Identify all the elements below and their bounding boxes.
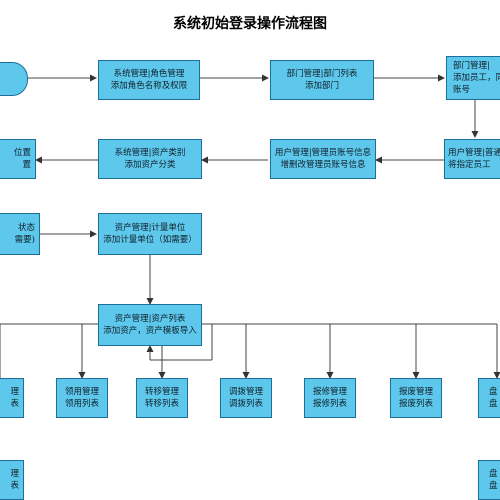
node-location: 位置置 [0,139,36,179]
node-receive: 领用管理领用列表 [56,378,108,418]
node-inventory: 盘盘 [478,378,500,418]
node-status: 状态需要) [0,213,40,255]
node-bottom-left: 理表 [0,460,24,500]
node-repair: 报修管理报修列表 [304,378,356,418]
node-transfer: 转移管理转移列表 [136,378,188,418]
node-scrap: 报废管理报废列表 [390,378,442,418]
node-branch-left: 理表 [0,378,24,418]
node-user-admin: 用户管理|管理员账号信息增删改管理员账号信息 [270,139,376,179]
node-measurement-unit: 资产管理|计量单位添加计量单位（如需要） [98,213,202,255]
node-allocate: 调拨管理调拨列表 [220,378,272,418]
node-bottom-right: 盘盘 [478,460,500,500]
node-role-management: 系统管理|角色管理添加角色名称及权限 [98,60,200,100]
node-asset-list: 资产管理|资产列表添加资产，资产模板导入 [98,304,202,346]
node-department-staff: 部门管理|添加员工，同账号 [446,56,500,100]
start-terminal [0,62,28,96]
node-department-management: 部门管理|部门列表添加部门 [270,60,374,100]
node-user-common: 用户管理|普通将指定员工 [444,139,500,179]
node-asset-category: 系统管理|资产类别添加资产分类 [98,139,202,179]
diagram-title: 系统初始登录操作流程图 [173,16,327,32]
